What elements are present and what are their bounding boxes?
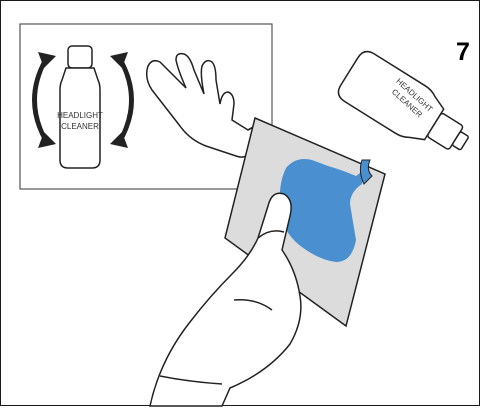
gloved-hand bbox=[150, 193, 301, 406]
inset-panel: HEADLIGHT CLEANER bbox=[20, 24, 272, 189]
inset-bottle-label-line1: HEADLIGHT bbox=[57, 111, 103, 120]
inset-bottle-label-line2: CLEANER bbox=[61, 122, 99, 131]
